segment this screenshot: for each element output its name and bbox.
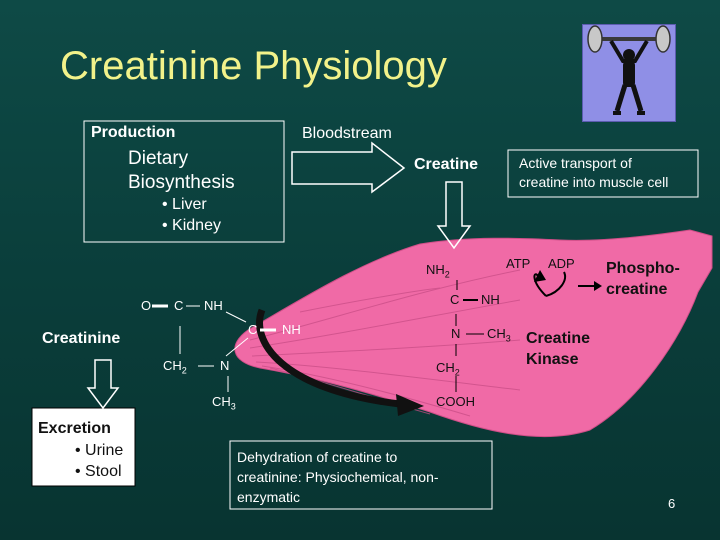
bloodstream-arrow <box>291 141 406 194</box>
source-kidney: • Kidney <box>162 217 221 234</box>
creatine-nh2: NH2 <box>426 262 450 280</box>
creatinine-to-excretion-arrow <box>86 359 120 410</box>
dehydration-line1: Dehydration of creatine to <box>237 449 398 465</box>
creatine-label: Creatine <box>414 156 479 173</box>
weightlifter-clipart <box>582 24 676 122</box>
creatine-n: N <box>451 326 461 341</box>
creatinine-c-mid: C <box>248 322 258 337</box>
creatinine-c-top: C <box>174 298 184 313</box>
excretion-urine: • Urine <box>75 442 124 459</box>
creatinine-label: Creatinine <box>42 330 121 347</box>
creatine-nh: NH <box>481 292 500 307</box>
excretion-box <box>31 407 136 487</box>
atp-label: ATP <box>506 256 531 271</box>
atp-adp-cycle-arrow <box>533 273 547 297</box>
dietary-label: Dietary <box>128 148 189 169</box>
creatine-ch3: CH3 <box>487 326 511 344</box>
excretion-label: Excretion <box>38 420 111 437</box>
creatine-kinase-line2: Kinase <box>526 351 579 368</box>
phosphocreatine-line1: Phospho- <box>606 260 680 277</box>
creatine-into-cell-arrow <box>436 181 472 250</box>
phosphocreatine-line2: creatine <box>606 281 668 298</box>
source-liver: • Liver <box>162 196 207 213</box>
dehydration-line3: enzymatic <box>237 489 301 505</box>
bloodstream-label: Bloodstream <box>302 125 392 142</box>
production-box <box>83 120 285 243</box>
creatinine-o: O <box>141 298 152 313</box>
active-transport-line2: creatine into muscle cell <box>519 174 669 190</box>
creatine-cooh: COOH <box>436 394 475 409</box>
muscle-cell-shape <box>234 229 713 438</box>
dehydration-line2: creatinine: Physiochemical, non- <box>237 469 439 485</box>
creatine-c: C <box>450 292 460 307</box>
biosynthesis-label: Biosynthesis <box>128 172 235 193</box>
page-number: 6 <box>668 496 676 511</box>
adp-label: ADP <box>548 256 575 271</box>
weightlifter-icon <box>587 25 671 115</box>
creatinine-n: N <box>220 358 230 373</box>
dehydration-curved-arrow <box>256 308 401 408</box>
creatine-kinase-line1: Creatine <box>526 330 591 347</box>
active-transport-line1: Active transport of <box>519 155 632 171</box>
creatinine-ch3: CH3 <box>212 394 236 412</box>
production-label: Production <box>91 124 176 141</box>
creatinine-nh-mid: NH <box>282 322 301 337</box>
dehydration-box <box>229 440 493 510</box>
creatine-ch2: CH2 <box>436 360 460 378</box>
creatinine-nh-top: NH <box>204 298 223 313</box>
active-transport-box <box>507 149 699 198</box>
slide-title: Creatinine Physiology <box>60 44 447 88</box>
creatinine-ch2: CH2 <box>163 358 187 376</box>
excretion-stool: • Stool <box>75 463 122 480</box>
